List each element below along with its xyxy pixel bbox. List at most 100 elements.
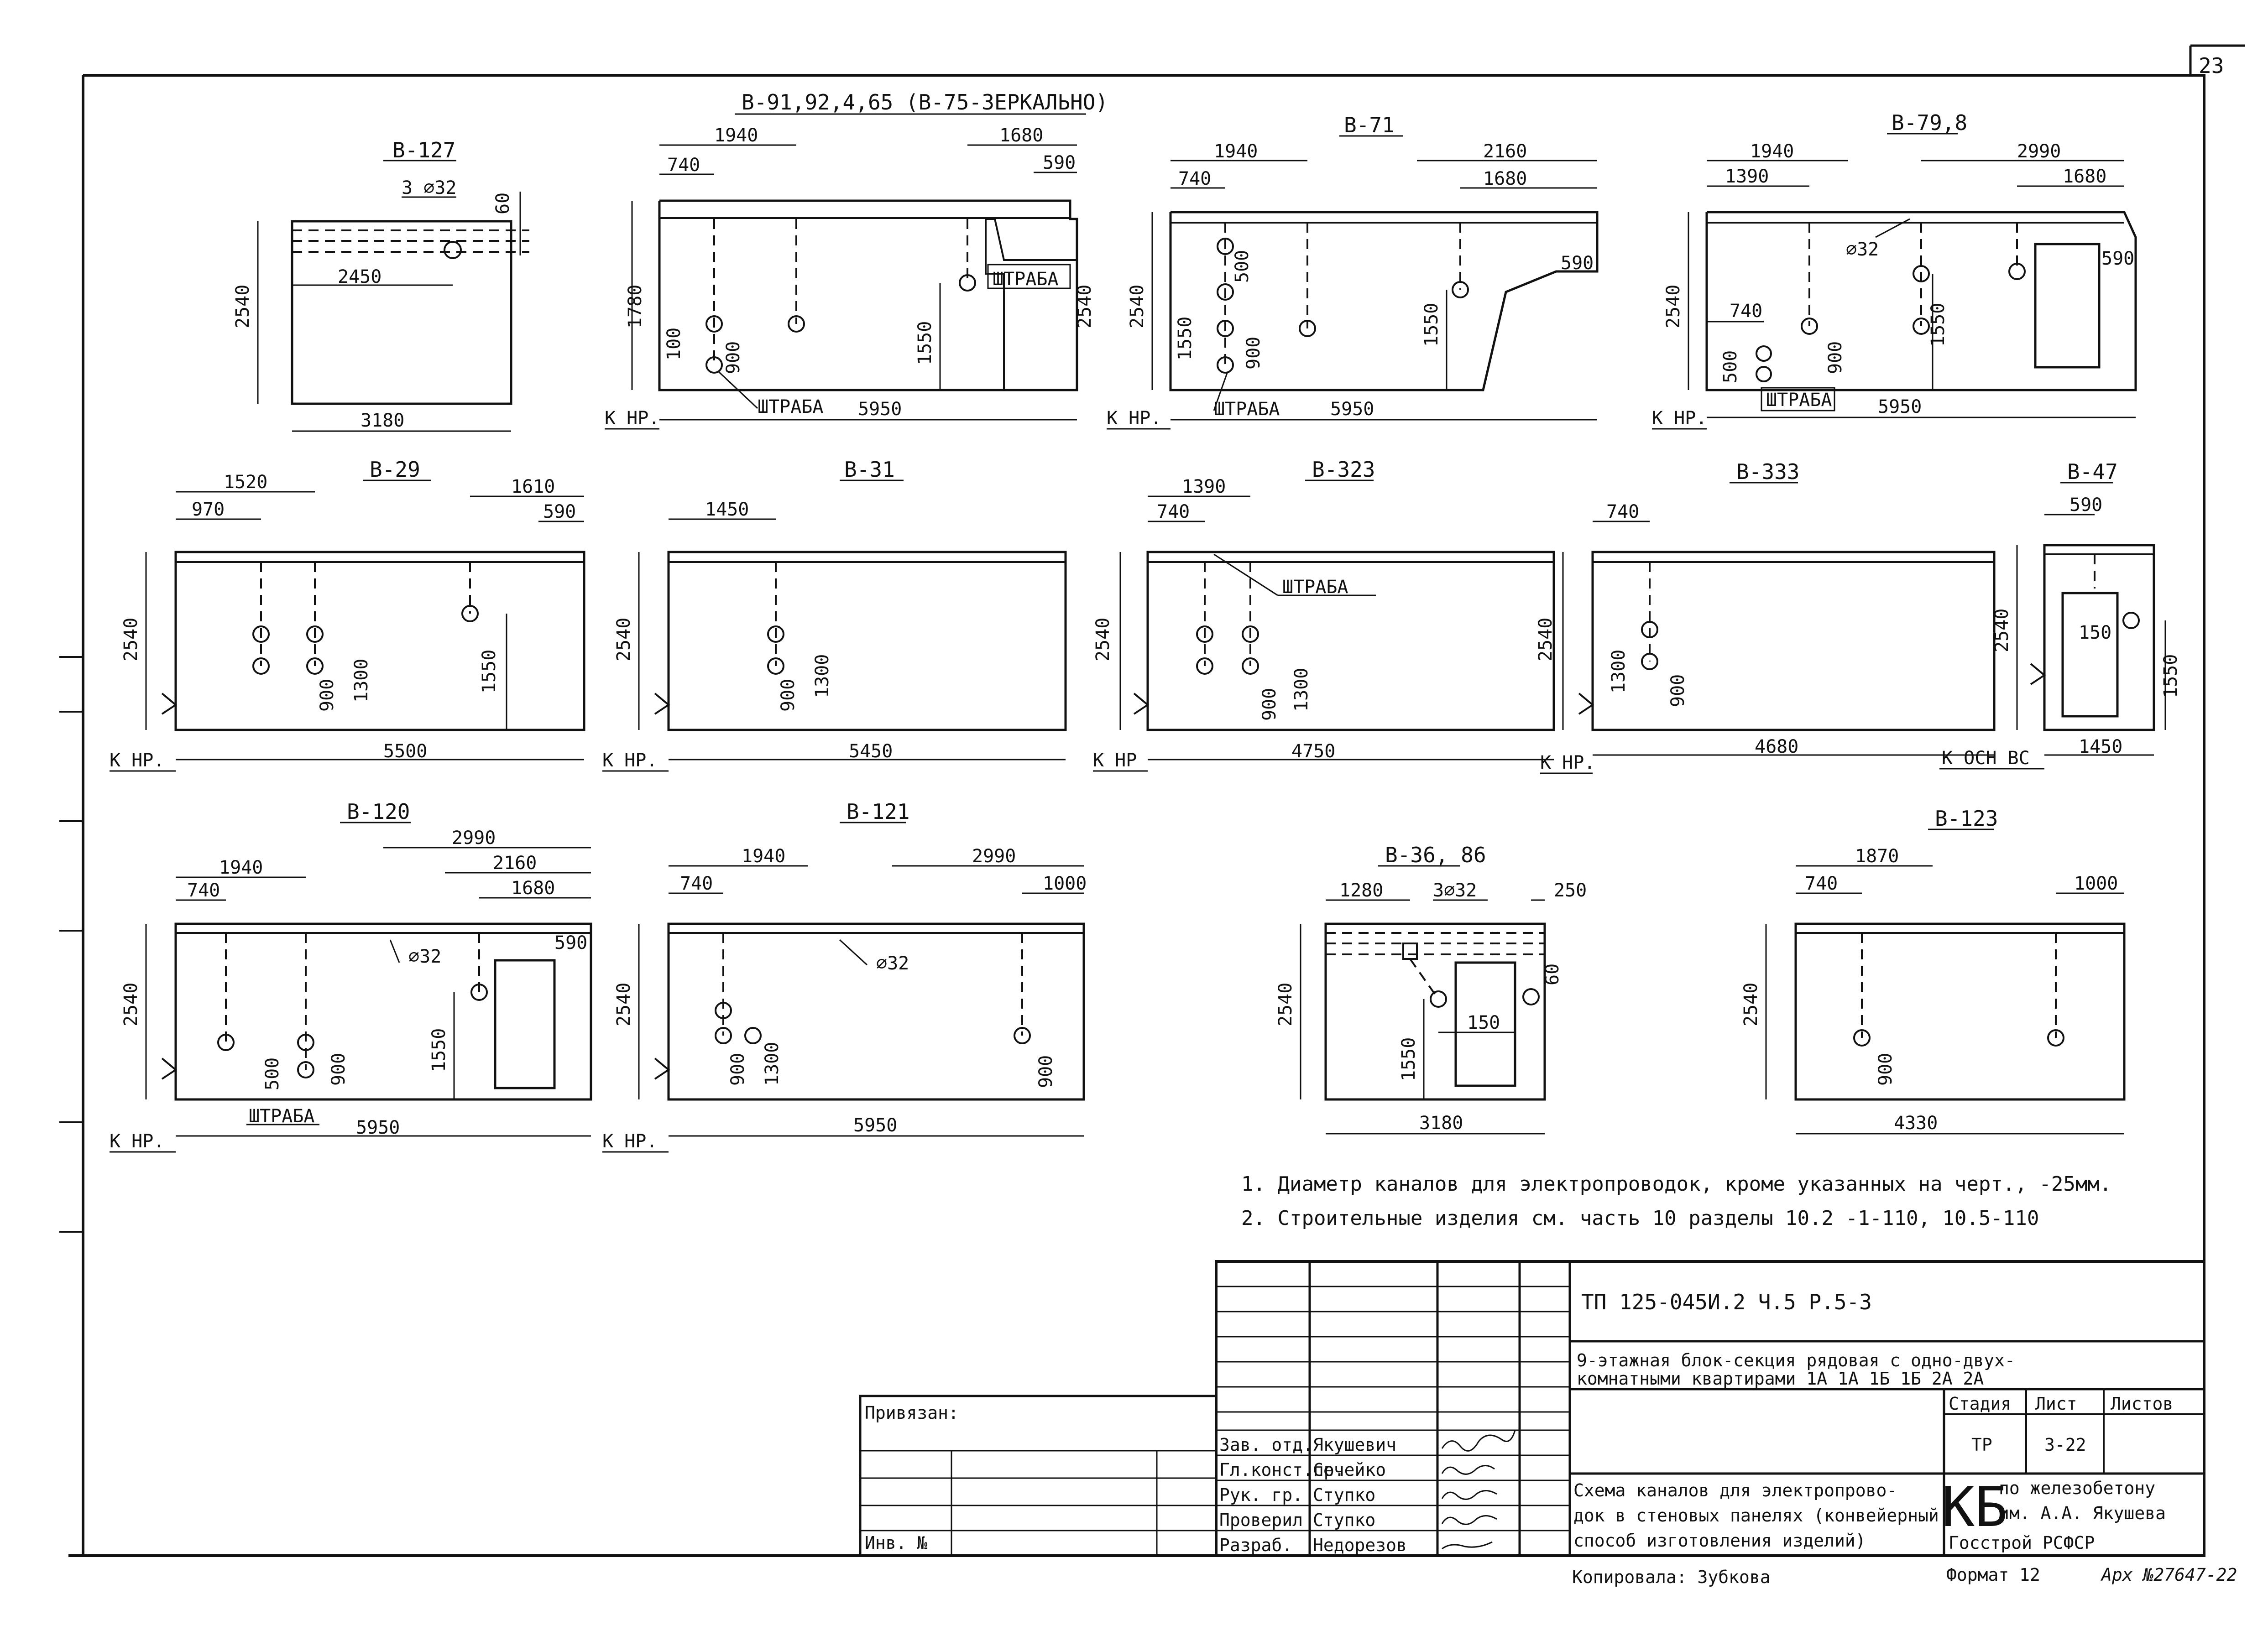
panel-b47-h: 2540: [1991, 609, 2012, 652]
panel-b323-d1300: 1300: [1291, 668, 1312, 712]
panel-b79-d1940: 1940: [1750, 141, 1794, 162]
panel-b79-knr: К НР.: [1652, 408, 1707, 429]
panel-b123-d900: 900: [1875, 1053, 1896, 1086]
panel-b91-shtraba-b: ШТРАБА: [758, 396, 824, 417]
panel-b333-w: 4680: [1755, 736, 1798, 757]
panel-b91-title: В-91,92,4,65 (В-75-ЗЕРКАЛЬНО): [742, 90, 1108, 115]
panel-b79-d1680: 1680: [2063, 166, 2106, 187]
panel-b121-d900a: 900: [727, 1053, 748, 1086]
panel-b71-w: 5950: [1330, 399, 1374, 420]
panel-b127-d32: 3 ⌀32: [402, 177, 456, 198]
panel-b31-knr: К НР.: [602, 750, 657, 771]
stamp-org-line3: Госстрой РСФСР: [1949, 1533, 2095, 1553]
panel-b123-w: 4330: [1894, 1113, 1938, 1134]
panel-b120-d32: ⌀32: [408, 946, 441, 967]
panel-b71-d1680: 1680: [1483, 168, 1527, 189]
panel-b127-h: 2540: [232, 285, 253, 328]
panel-b71-d1550b: 1550: [1421, 303, 1442, 347]
stamp-org-mark: КБ: [1942, 1476, 2008, 1539]
panel-b91: В-91,92,4,65 (В-75-ЗЕРКАЛЬНО) 1940 740 1…: [605, 90, 1108, 430]
panel-b29-title: В-29: [370, 457, 420, 482]
stamp-role-4: Проверил: [1219, 1510, 1303, 1530]
panel-b123-d1870: 1870: [1855, 846, 1899, 867]
panel-b79-d500: 500: [1720, 350, 1741, 383]
panel-b333-d1300: 1300: [1608, 650, 1629, 693]
panel-b71-d1940: 1940: [1214, 141, 1258, 162]
panel-b120: В-120 1940 740 2990 2160 1680 ⌀32 590 15…: [110, 799, 592, 1153]
panel-b91-d1780: 1780: [625, 285, 646, 328]
panel-b91-d1680: 1680: [999, 125, 1043, 146]
stamp-inv: Инв. №: [865, 1533, 927, 1553]
panel-b333-knr: К НР.: [1540, 752, 1595, 773]
panel-b120-d2160: 2160: [493, 853, 537, 874]
stamp-name-2: Сечейко: [1313, 1460, 1386, 1480]
title-block: ТП 125-045И.2 Ч.5 Р.5-3 9-этажная блок-с…: [859, 1260, 2205, 1557]
panel-b29-knr: К НР.: [110, 750, 164, 771]
stamp-org-line2: им. А.А. Якушева: [1999, 1503, 2166, 1523]
note-1: 1. Диаметр каналов для электропроводок, …: [1241, 1172, 2111, 1196]
panel-b71-d500: 500: [1232, 250, 1253, 283]
panel-b79-d1550: 1550: [1928, 303, 1949, 347]
panel-b323-d1390: 1390: [1182, 476, 1226, 497]
panel-b91-d1550: 1550: [915, 321, 935, 365]
panel-b120-d1940: 1940: [219, 857, 263, 878]
panel-b47-d150: 150: [2079, 622, 2111, 643]
panel-b36-h: 2540: [1275, 983, 1296, 1026]
panel-b71-shtraba: ШТРАБА: [1214, 399, 1280, 420]
stamp-org-line1: по железобетону: [1999, 1478, 2155, 1498]
panel-b120-d500: 500: [262, 1057, 283, 1090]
panel-b123-d1000: 1000: [2074, 873, 2118, 894]
stamp-desc-line1: Схема каналов для электропрово-: [1573, 1480, 1897, 1500]
panel-b120-d1680: 1680: [511, 878, 555, 899]
note-2: 2. Строительные изделия см. часть 10 раз…: [1241, 1207, 2039, 1230]
panel-b36-d1280: 1280: [1339, 880, 1383, 901]
panel-b120-w: 5950: [356, 1117, 400, 1138]
panel-b36-w: 3180: [1419, 1113, 1463, 1134]
panel-b123-d740: 740: [1805, 873, 1838, 894]
binding-ticks: [59, 656, 83, 1233]
panel-b71: В-71 1940 740 2160 1680 500 590 1550 900…: [1107, 113, 1599, 430]
panel-b79-d900: 900: [1825, 341, 1846, 374]
stamp-desc-line2: док в стеновых панелях (конвейерный: [1573, 1505, 1939, 1526]
panel-b91-knr: К НР.: [605, 408, 659, 429]
panel-b29-h: 2540: [120, 618, 141, 661]
panel-b120-title: В-120: [347, 799, 410, 824]
panel-b79-shtraba: ШТРАБА: [1766, 390, 1832, 411]
panel-b71-d590: 590: [1561, 253, 1594, 274]
panel-b120-d740: 740: [187, 880, 220, 901]
stamp-name-5: Недорезов: [1313, 1535, 1407, 1555]
panel-b29-d900: 900: [317, 679, 338, 712]
panel-b31-d1300: 1300: [812, 654, 833, 698]
panel-b127-w: 3180: [361, 410, 404, 431]
panel-b121-title: В-121: [847, 799, 909, 824]
stamp-privyazan: Привязан:: [865, 1403, 959, 1423]
stamp-sheet: 3-22: [2044, 1435, 2086, 1455]
stamp-name-3: Ступко: [1313, 1485, 1375, 1505]
panel-b121-d2990: 2990: [972, 846, 1016, 867]
panel-b47-w: 1450: [2079, 736, 2122, 757]
panel-b71-d1550a: 1550: [1175, 317, 1196, 360]
panel-b123-title: В-123: [1935, 806, 1998, 831]
panel-b36: В-36, 86 1280 3⌀32 250 60 2540 1550 150 …: [1275, 843, 1587, 1135]
panel-b91-w: 5950: [858, 399, 902, 420]
panel-b29-d1300: 1300: [351, 659, 372, 703]
panel-b47-kosn: К ОСН ВС: [1942, 748, 2030, 769]
panel-b47-title: В-47: [2067, 459, 2118, 484]
stamp-role-3: Рук. гр.: [1219, 1485, 1303, 1505]
panel-b71-d740: 740: [1178, 168, 1211, 189]
panel-b121-d740: 740: [680, 873, 713, 894]
panel-b71-knr: К НР.: [1107, 408, 1161, 429]
stamp-role-1: Зав. отд.: [1219, 1435, 1313, 1455]
panel-b120-h: 2540: [120, 983, 141, 1026]
panel-b29-d1520: 1520: [224, 472, 267, 493]
panel-b79-w: 5950: [1878, 396, 1922, 417]
panel-b127-title: В-127: [392, 138, 455, 162]
format: Формат 12: [1946, 1565, 2040, 1585]
panel-b71-d2160: 2160: [1483, 141, 1527, 162]
panel-b29-d590: 590: [543, 501, 576, 522]
panel-b323-title: В-323: [1312, 457, 1375, 482]
stamp-role-2: Гл.конст.пр.: [1219, 1460, 1345, 1480]
title-block-rows: [1216, 1286, 1570, 1531]
panel-b79-d740: 740: [1730, 301, 1762, 322]
